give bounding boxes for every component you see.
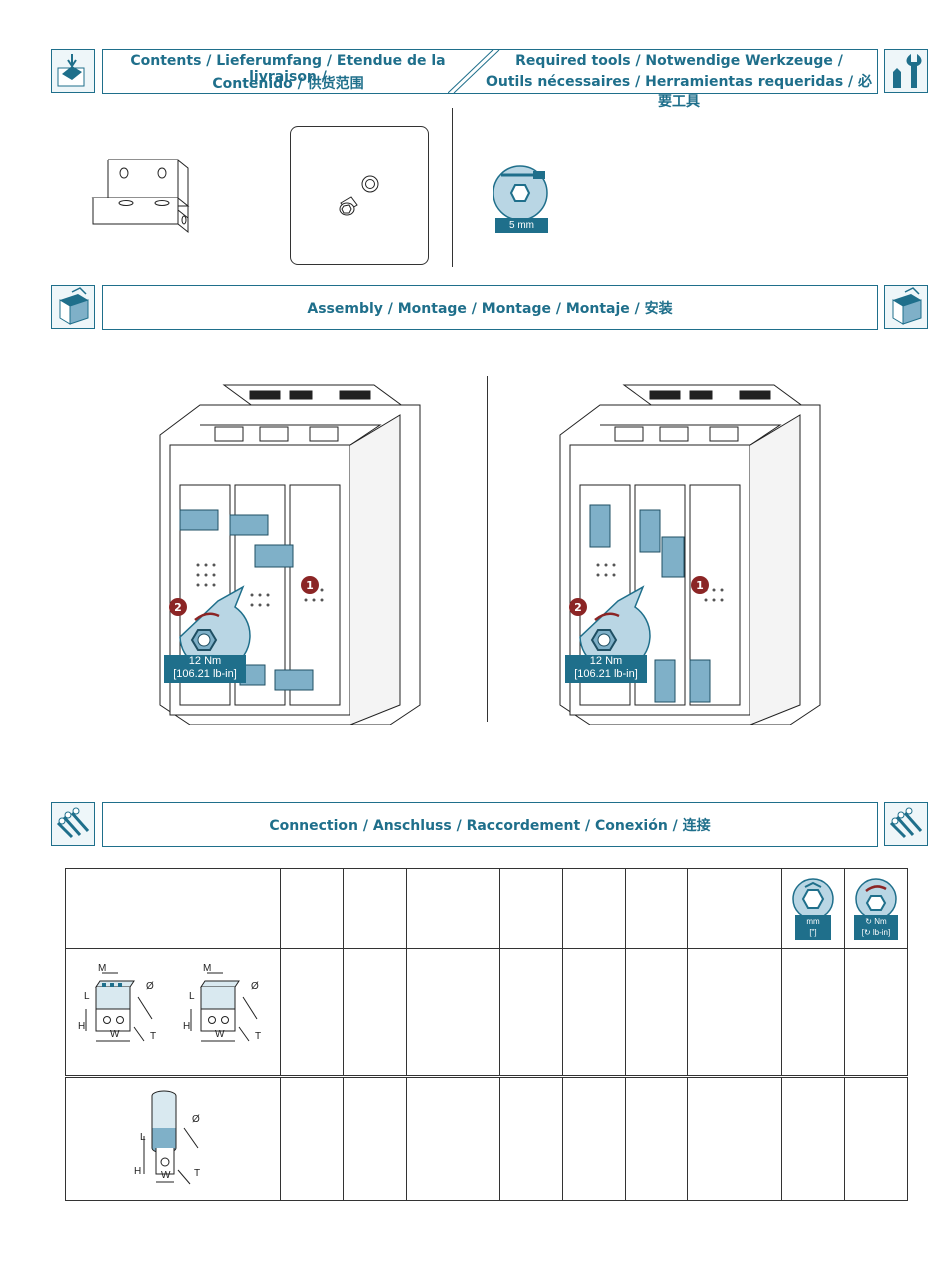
table-row: Ø L H W T xyxy=(65,1076,909,1201)
assembly-left-torque-lbin: [106.21 lb-in] xyxy=(173,668,237,680)
assembly-divider xyxy=(487,376,488,722)
cable-lug-dimension-diagram: Ø L H W T xyxy=(134,1090,200,1185)
bracket-part-illustration xyxy=(88,150,198,244)
hex-unit-inch: ["] xyxy=(809,927,817,937)
assembly-left-torque-nm: 12 Nm xyxy=(188,655,222,667)
contents-box-icon xyxy=(51,49,95,93)
connection-title: Connection / Anschluss / Raccordement / … xyxy=(269,818,711,834)
table-cell xyxy=(342,1076,407,1201)
table-cell xyxy=(405,1076,501,1201)
hex-socket-icon xyxy=(792,877,834,920)
assembly-right-step1: 1 xyxy=(696,579,704,592)
assembly-right-torque-nm: 12 Nm xyxy=(589,655,623,667)
table-cell xyxy=(342,948,407,1077)
busbar-dimension-diagram: M Ø L H W T M xyxy=(78,963,261,1042)
assembly-left-torque-label: 12 Nm [106.21 lb-in] xyxy=(164,655,246,683)
assembly-right-torque-label: 12 Nm [106.21 lb-in] xyxy=(565,655,647,683)
dim-label-w-left: W xyxy=(110,1029,120,1040)
tools-title-line1: Required tools / Notwendige Werkzeuge / xyxy=(515,53,843,69)
assembly-right-step2: 2 xyxy=(574,601,582,614)
dim-label-dia-right: Ø xyxy=(251,981,259,992)
contents-title-line1: Contents / Lieferumfang / Etendue de la … xyxy=(130,53,446,85)
table-cell xyxy=(624,948,689,1077)
table-cell xyxy=(781,948,845,1077)
torque-unit-lbin: [↻ lb-in] xyxy=(861,927,891,937)
table-cell xyxy=(624,868,689,949)
assembly-left-step2: 2 xyxy=(174,601,182,614)
dim-label-w-right: W xyxy=(215,1029,225,1040)
dim-label-t-right: T xyxy=(255,1031,261,1042)
contents-divider xyxy=(452,108,453,267)
table-cell xyxy=(561,948,626,1077)
hex-size-column-header: mm ["] xyxy=(781,868,845,949)
dim-label-t-lug: T xyxy=(194,1168,200,1179)
table-cell xyxy=(342,868,407,949)
assembly-left-step1: 1 xyxy=(306,579,314,592)
table-cell xyxy=(781,1076,845,1201)
dim-label-m-left: M xyxy=(98,963,106,974)
assembly-header: Assembly / Montage / Montage / Montaje /… xyxy=(102,285,878,330)
screw-washer-box xyxy=(290,126,429,265)
table-cell xyxy=(65,868,281,949)
table-cell xyxy=(405,948,501,1077)
table-cell xyxy=(561,1076,626,1201)
dim-label-h-right: H xyxy=(183,1021,190,1032)
table-cell xyxy=(561,868,626,949)
dim-label-m-right: M xyxy=(203,963,211,974)
assembly-box-icon-right xyxy=(884,285,928,329)
busbar-connection-diagram-cell: M Ø L H W T M xyxy=(65,948,281,1077)
torque-wrench-icon xyxy=(855,877,897,920)
tools-wrench-icon xyxy=(884,49,928,93)
torque-unit-nm: ↻ Nm xyxy=(865,916,887,926)
assembly-box-icon-left xyxy=(51,285,95,329)
table-cell xyxy=(280,948,344,1077)
assembly-right-torque-lbin: [106.21 lb-in] xyxy=(574,668,638,680)
table-cell xyxy=(687,1076,783,1201)
hex-key-icon xyxy=(492,163,549,237)
table-cell xyxy=(687,948,783,1077)
breaker-illustration-left: 1 2 xyxy=(140,375,430,729)
table-cell xyxy=(499,1076,563,1201)
table-cell xyxy=(843,1076,909,1201)
dim-label-t-left: T xyxy=(150,1031,156,1042)
dim-label-l-lug: L xyxy=(140,1132,146,1143)
table-cell xyxy=(843,948,909,1077)
dim-label-dia-left: Ø xyxy=(146,981,154,992)
connection-header: Connection / Anschluss / Raccordement / … xyxy=(102,802,878,847)
table-cell xyxy=(280,1076,344,1201)
dim-label-h-left: H xyxy=(78,1021,85,1032)
hex-unit-mm: mm xyxy=(806,916,820,926)
assembly-title: Assembly / Montage / Montage / Montaje /… xyxy=(307,301,673,317)
contents-tools-header: Contents / Lieferumfang / Etendue de la … xyxy=(102,49,878,110)
dim-label-l-right: L xyxy=(189,991,195,1002)
table-header-row: mm ["] ↻ Nm [↻ lb-in] xyxy=(65,868,909,949)
connection-table: mm ["] ↻ Nm [↻ lb-in] xyxy=(65,868,909,1201)
cable-lug-diagram-cell: Ø L H W T xyxy=(65,1076,281,1201)
torque-column-header: ↻ Nm [↻ lb-in] xyxy=(843,868,909,949)
table-cell xyxy=(405,868,501,949)
table-row: M Ø L H W T M xyxy=(65,948,909,1077)
dim-label-dia-lug: Ø xyxy=(192,1114,200,1125)
hex-key-size-label: 5 mm xyxy=(495,218,548,233)
dim-label-l-left: L xyxy=(84,991,90,1002)
dim-label-h-lug: H xyxy=(134,1166,141,1177)
table-cell xyxy=(499,948,563,1077)
table-cell xyxy=(624,1076,689,1201)
contents-title-line2: Contenido / 供货范围 xyxy=(212,76,364,92)
dim-label-w-lug: W xyxy=(161,1170,171,1181)
table-cell xyxy=(280,868,344,949)
tools-title-line2: Outils nécessaires / Herramientas requer… xyxy=(485,74,873,110)
table-cell xyxy=(499,868,563,949)
connection-cable-icon-left xyxy=(51,802,95,846)
connection-cable-icon-right xyxy=(884,802,928,846)
table-cell xyxy=(687,868,783,949)
